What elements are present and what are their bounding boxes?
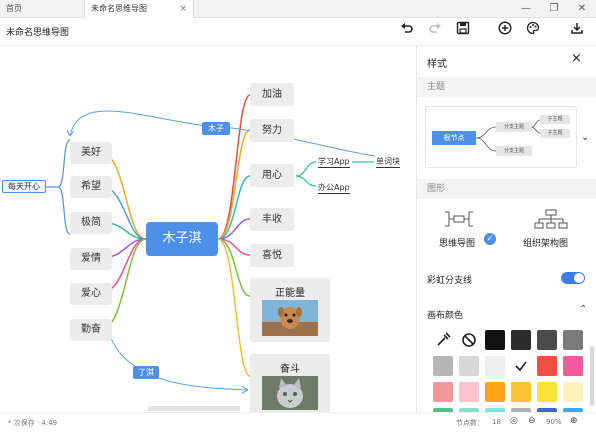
- document-title[interactable]: 未命名思维导图: [6, 28, 70, 38]
- color-swatch[interactable]: [433, 356, 453, 376]
- eyedropper-icon[interactable]: [433, 330, 453, 350]
- relation-tag-1[interactable]: 木子: [202, 122, 230, 135]
- color-swatch[interactable]: [485, 330, 505, 350]
- theme-preview-lines: [475, 119, 541, 152]
- color-swatch[interactable]: [485, 356, 505, 376]
- color-swatch[interactable]: [537, 356, 557, 376]
- toggle-knob: [574, 273, 584, 283]
- theme-leaf-1: 子主题: [540, 115, 570, 124]
- node-left-5[interactable]: 爱心: [70, 283, 112, 305]
- color-swatch[interactable]: [511, 382, 531, 402]
- color-swatch[interactable]: [563, 330, 583, 350]
- tab-home[interactable]: 首页: [0, 0, 84, 18]
- node-left-1[interactable]: 美好: [70, 142, 112, 164]
- color-swatch[interactable]: [459, 382, 479, 402]
- summary-node[interactable]: 每天开心: [2, 180, 46, 193]
- mindmap-canvas[interactable]: 每天开心 美好 希望 极简 爱情 爱心 勤奋 木子淇 加油 努力 用心 丰收 喜…: [0, 46, 416, 414]
- mindmap-layout-icon[interactable]: [441, 208, 477, 230]
- relation-tag-2[interactable]: 了淇: [133, 366, 159, 379]
- node-right-3[interactable]: 用心: [250, 164, 294, 187]
- check-icon: ✓: [484, 233, 496, 245]
- chevron-down-icon[interactable]: ⌄: [581, 132, 590, 143]
- node-right-4[interactable]: 丰收: [250, 208, 294, 231]
- node-count-label: 节点数：: [456, 419, 484, 427]
- zoom-out-icon[interactable]: ⊖: [528, 416, 536, 426]
- no-color-icon[interactable]: [459, 330, 479, 350]
- color-swatch[interactable]: [511, 330, 531, 350]
- node-left-4[interactable]: 爱情: [70, 248, 112, 270]
- dog-image: [262, 300, 318, 336]
- sub-sub-node[interactable]: 单词块: [376, 157, 400, 168]
- theme-branch-2: 分支主题: [496, 146, 532, 156]
- chevron-up-icon[interactable]: ⌃: [579, 304, 588, 315]
- tab-mindmap[interactable]: 未命名思维导图 ×: [84, 0, 194, 18]
- export-icon[interactable]: [566, 21, 588, 43]
- add-node-icon[interactable]: [494, 21, 516, 43]
- save-status: * 次保存 · 4:49: [8, 419, 58, 427]
- status-bar: * 次保存 · 4:49 节点数： 18 ◎ ⊖ 90% ⊕: [0, 412, 596, 432]
- color-swatch[interactable]: [537, 330, 557, 350]
- node-left-6[interactable]: 勤奋: [70, 319, 112, 341]
- color-swatch[interactable]: [433, 382, 453, 402]
- node-right-2[interactable]: 努力: [250, 119, 294, 142]
- sub-node-1[interactable]: 学习App: [318, 157, 350, 168]
- palette-icon[interactable]: [522, 21, 544, 43]
- redo-icon[interactable]: [424, 21, 446, 43]
- color-swatch[interactable]: [459, 356, 479, 376]
- node-left-2[interactable]: 希望: [70, 176, 112, 198]
- node-count: 18: [492, 418, 501, 426]
- minimize-icon[interactable]: —: [521, 3, 531, 14]
- color-swatch[interactable]: [485, 382, 505, 402]
- theme-section-header: 主题: [417, 77, 596, 97]
- maximize-icon[interactable]: ❐: [549, 3, 559, 14]
- root-node[interactable]: 木子淇: [146, 222, 218, 256]
- theme-branch-1: 分支主题: [496, 122, 532, 132]
- tab-bar: 首页 未命名思维导图 × — ❐ ✕: [0, 0, 596, 18]
- image-node-2[interactable]: 奋斗: [250, 354, 330, 414]
- undo-icon[interactable]: [396, 21, 418, 43]
- theme-leaf-2: 子主题: [540, 129, 570, 138]
- color-swatch[interactable]: [537, 382, 557, 402]
- org-chart-layout-label[interactable]: 组织架构图: [523, 239, 569, 249]
- node-left-3[interactable]: 极简: [70, 212, 112, 234]
- theme-preview-card[interactable]: 根节点 分支主题 分支主题 子主题 子主题: [425, 106, 577, 168]
- panel-scrollbar[interactable]: [590, 346, 594, 406]
- save-icon[interactable]: [452, 21, 474, 43]
- zoom-level: 90%: [546, 418, 562, 426]
- colorful-branch-label: 彩虹分支线: [427, 276, 473, 286]
- layout-section-header: 图形: [417, 179, 596, 199]
- mindmap-layout-label[interactable]: 思维导图: [439, 239, 476, 249]
- canvas-partial-node: [148, 406, 240, 411]
- image-node-2-label: 奋斗: [280, 364, 300, 375]
- sub-node-2[interactable]: 办公App: [318, 183, 350, 194]
- colorful-branch-toggle[interactable]: [561, 272, 585, 284]
- toolbar: 未命名思维导图: [0, 18, 596, 46]
- tab-home-label: 首页: [6, 4, 22, 13]
- panel-close-icon[interactable]: ×: [571, 51, 582, 66]
- node-right-1[interactable]: 加油: [250, 83, 294, 106]
- panel-title: 样式: [427, 59, 447, 70]
- node-right-5[interactable]: 喜悦: [250, 244, 294, 267]
- close-window-icon[interactable]: ✕: [577, 3, 587, 14]
- color-swatch[interactable]: [563, 356, 583, 376]
- theme-root-node: 根节点: [432, 131, 476, 145]
- close-tab-icon[interactable]: ×: [179, 4, 187, 14]
- image-node-1[interactable]: 正能量: [250, 278, 330, 342]
- image-node-1-label: 正能量: [275, 288, 305, 299]
- style-panel: 样式 × 主题 根节点 分支主题 分支主题 子主题 子主题 ⌄ 图形 思维导图 …: [416, 46, 596, 428]
- selected-color-check-icon[interactable]: [511, 356, 531, 376]
- org-chart-layout-icon[interactable]: [533, 208, 569, 230]
- color-swatch[interactable]: [563, 382, 583, 402]
- cat-image: [262, 376, 318, 410]
- zoom-in-icon[interactable]: ⊕: [570, 416, 578, 426]
- tab-mindmap-label: 未命名思维导图: [91, 4, 147, 13]
- canvas-color-label: 画布颜色: [427, 311, 464, 321]
- locate-icon[interactable]: ◎: [510, 416, 518, 426]
